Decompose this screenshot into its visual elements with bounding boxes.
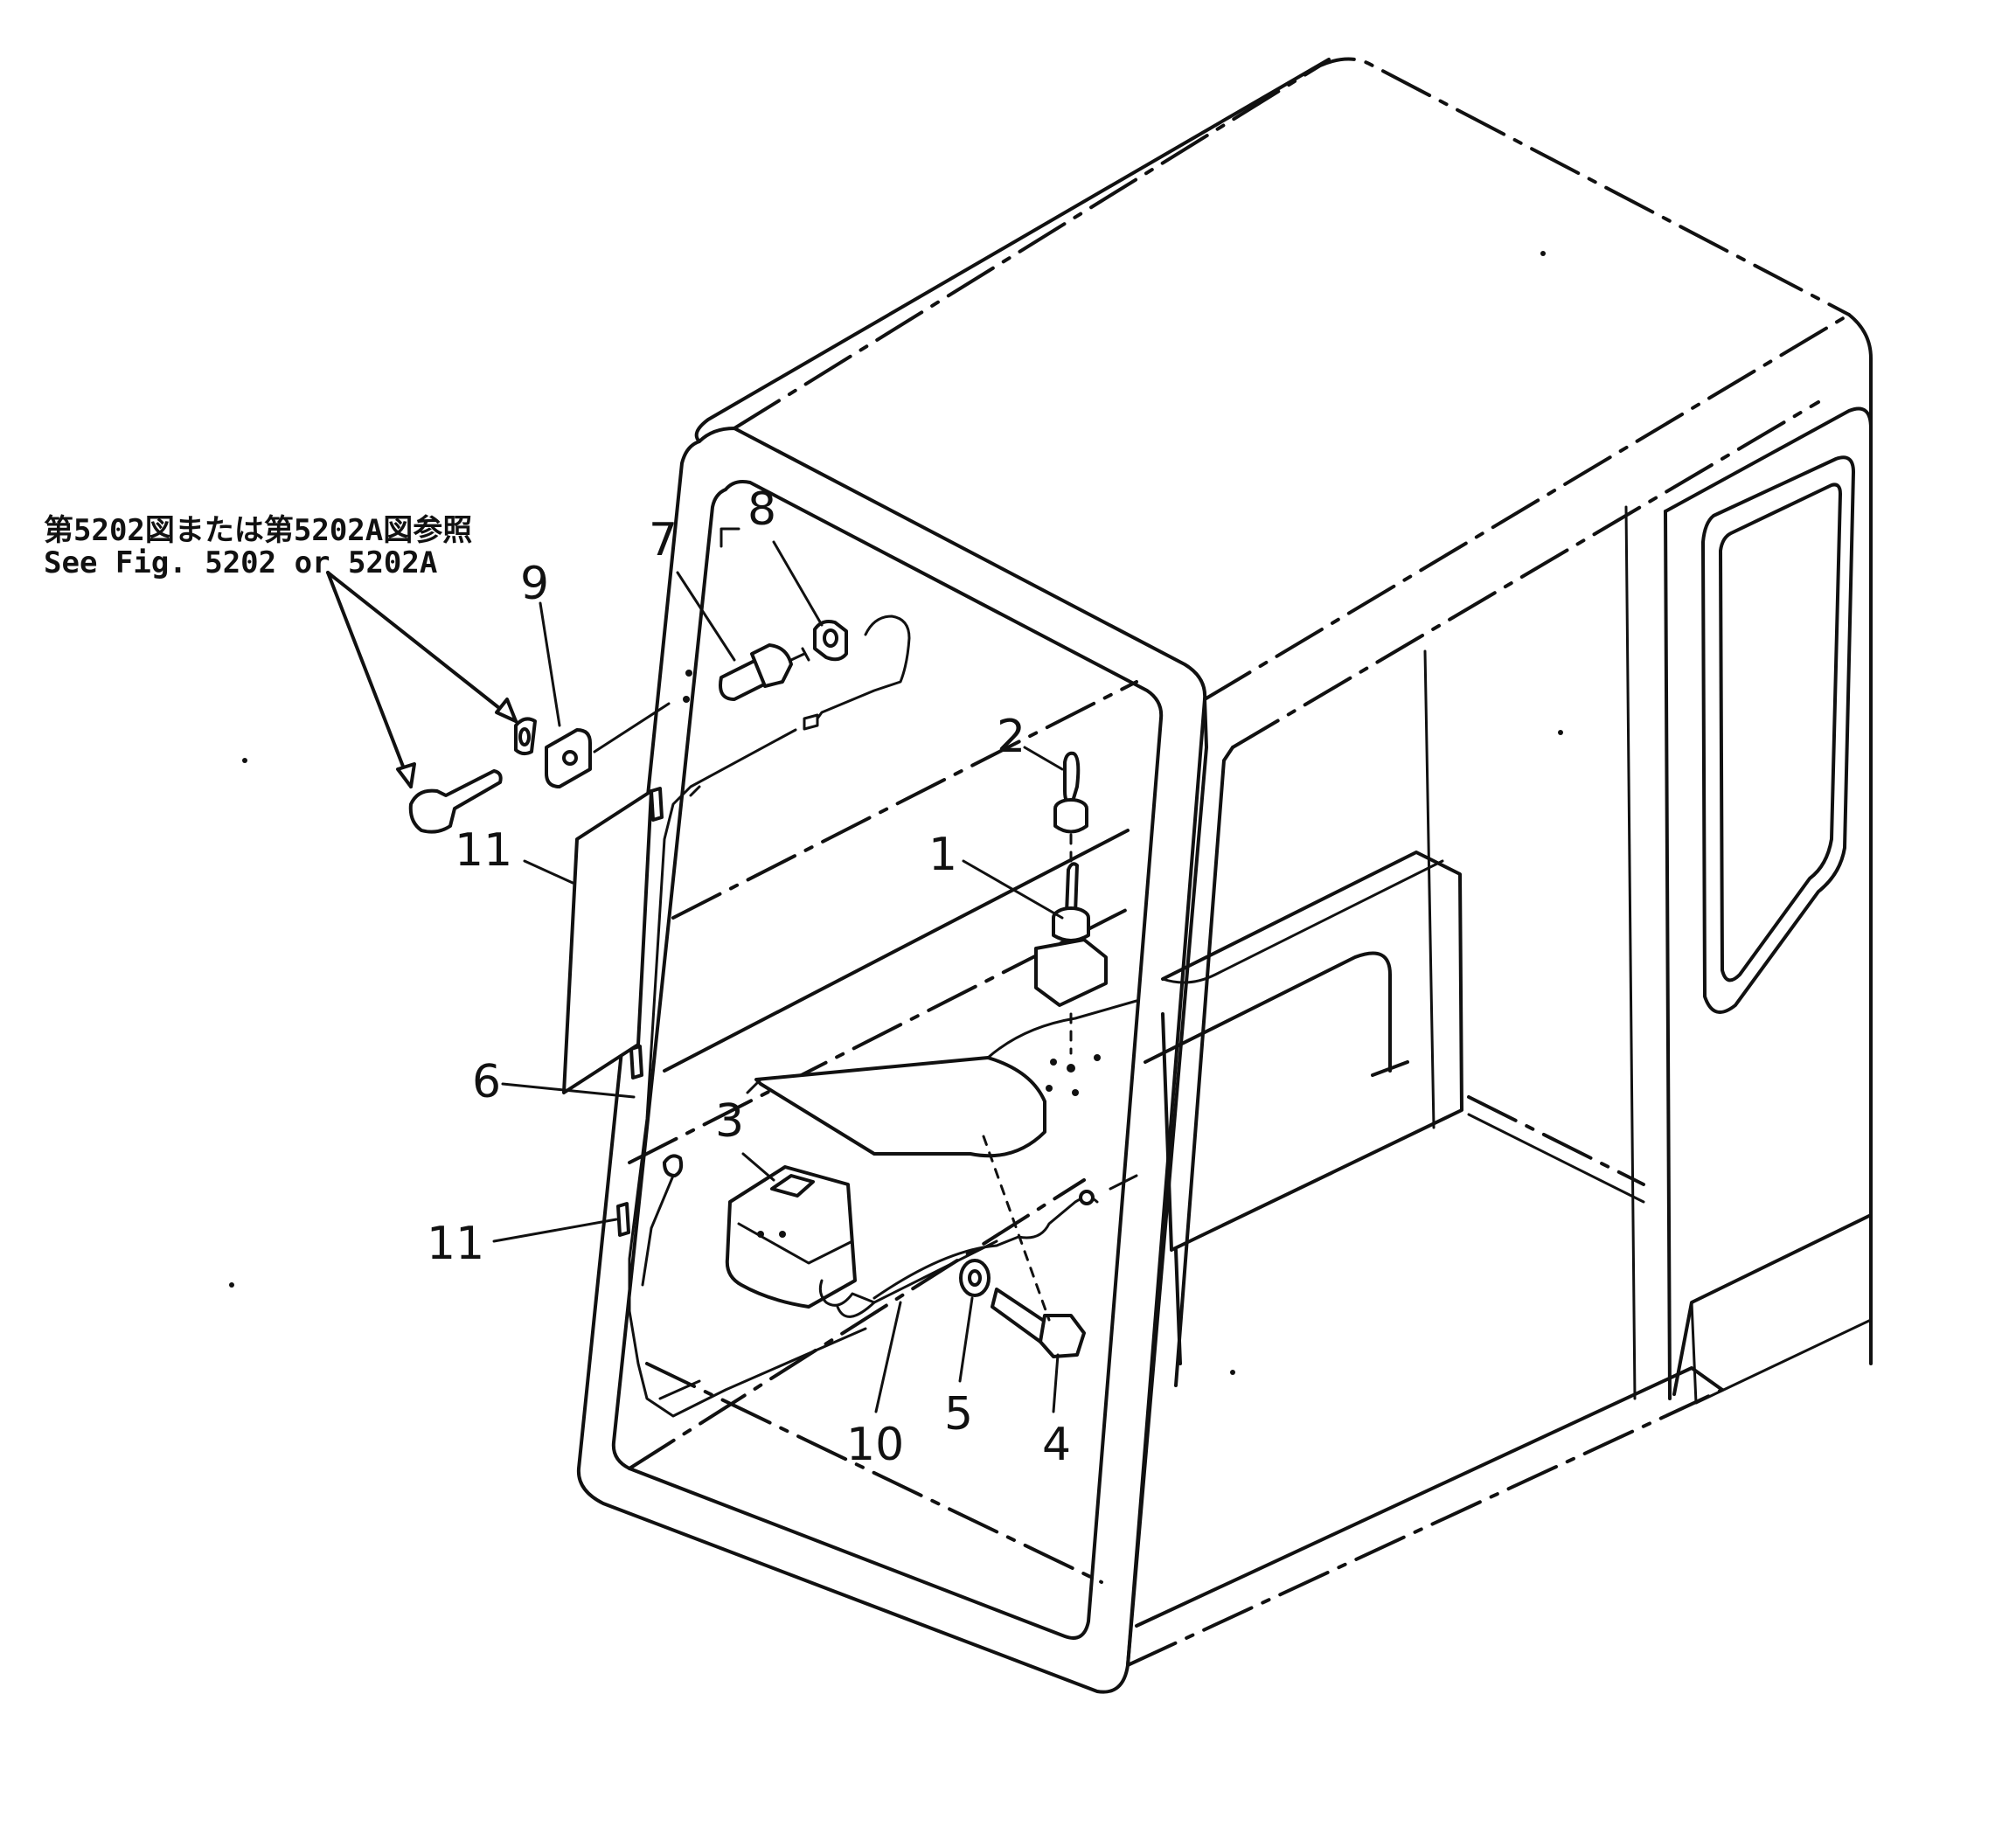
part-9-mount-plate (545, 728, 592, 788)
part-7-nozzle (719, 643, 810, 701)
side-bottom-edge (1126, 1388, 1724, 1667)
door-lower-panel (1690, 1301, 1873, 1405)
roof-edge-right (1847, 313, 1873, 1365)
front-frame-outer (576, 427, 1207, 1694)
console-box-top (1161, 859, 1444, 984)
callout-9: 9 (520, 558, 549, 610)
side-window-top (1231, 400, 1820, 749)
door-window-inner (1719, 483, 1842, 982)
part-1-switch (1034, 862, 1108, 1007)
parts (408, 614, 1138, 1418)
rear-pillar (1624, 505, 1637, 1400)
floor-cross (628, 1178, 1086, 1470)
side-pillar-front (1126, 698, 1208, 1667)
handrail (1144, 951, 1409, 1077)
part-8-grommet (813, 620, 848, 662)
side-window-frame (1174, 746, 1234, 1387)
callout-7: 7 (649, 514, 678, 566)
console-lower (1174, 1248, 1182, 1365)
side-sill (1135, 1366, 1724, 1628)
interior-beam-1 (671, 680, 1138, 920)
leader-lines (326, 527, 1064, 1413)
roof-front-edge (1203, 313, 1851, 701)
floor-rear-2 (1467, 1113, 1645, 1204)
note-line-en: See Fig. 5202 or 5202A (44, 545, 437, 580)
interior-beam-3 (663, 829, 1130, 1073)
cab-shell (576, 57, 1873, 1694)
door-window (1701, 455, 1855, 1014)
callout-5: 5 (944, 1388, 973, 1441)
callout-6: 6 (472, 1056, 501, 1108)
callout-4: 4 (1042, 1419, 1071, 1471)
rear-pillar-2 (1423, 649, 1436, 1129)
roof-edge-left (694, 58, 1331, 443)
door-frame (1664, 406, 1873, 1396)
part-4-bolt (991, 1288, 1086, 1358)
callout-2: 2 (997, 711, 1025, 763)
floor-rear (1467, 1095, 1645, 1186)
callout-8: 8 (747, 483, 776, 536)
callout-11a: 11 (455, 824, 512, 877)
part-2-toggle-knob (1053, 751, 1088, 834)
roof-top (733, 57, 1851, 430)
callout-10: 10 (846, 1419, 904, 1471)
callout-11b: 11 (427, 1218, 484, 1270)
part-3-washer-tank (725, 1165, 857, 1309)
callout-3: 3 (715, 1095, 744, 1148)
front-frame-inner (611, 480, 1164, 1640)
door-pillar (1664, 510, 1672, 1400)
reference-note: 第5202図または第5202A図参照 See Fig. 5202 or 5202… (44, 513, 472, 580)
part-11-decal (562, 789, 653, 1094)
note-line-jp: 第5202図または第5202A図参照 (44, 513, 472, 548)
console-bracket (754, 1056, 1046, 1158)
callout-1: 1 (928, 829, 957, 881)
callout-numbers: 1 2 3 4 5 6 7 8 9 10 11 11 (427, 483, 1071, 1471)
console-box (1161, 851, 1463, 1252)
ref-bolt-and-nut (408, 717, 537, 834)
floor-edge (645, 1362, 1103, 1584)
